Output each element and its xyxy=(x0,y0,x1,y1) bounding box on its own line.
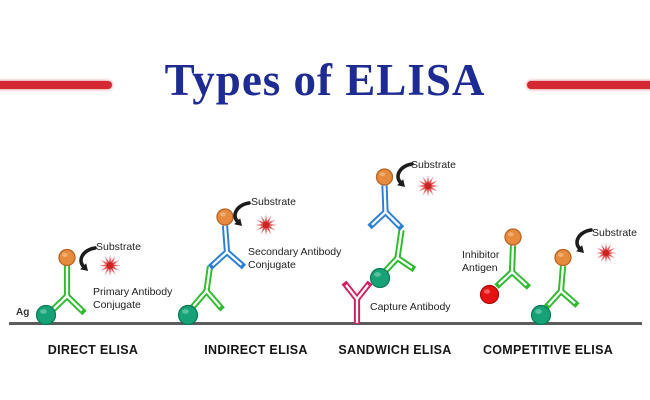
enzyme-conjugate-dot xyxy=(504,228,522,246)
primary-antibody-shape xyxy=(47,265,87,316)
inhibitor-antigen-dot xyxy=(479,284,500,305)
enzyme-conjugate-dot xyxy=(216,208,234,226)
inhibitor-antibody-shape xyxy=(494,245,532,290)
secondary-antibody-shape xyxy=(367,185,405,231)
substrate-star-icon xyxy=(417,175,439,197)
diagram-title-competitive-elisa: COMPETITIVE ELISA xyxy=(482,343,614,357)
direct-elisa-figure xyxy=(35,246,121,326)
primary-antibody-conjugate-label-line2: Conjugate xyxy=(93,299,141,311)
substrate-label: Substrate xyxy=(411,159,456,171)
antigen-dot xyxy=(369,267,391,289)
enzyme-conjugate-dot xyxy=(375,168,394,186)
substrate-label: Substrate xyxy=(592,227,637,239)
curved-arrow-icon xyxy=(575,228,593,253)
substrate-star-icon xyxy=(595,242,617,264)
enzyme-conjugate-dot xyxy=(554,248,572,267)
diagram-title-direct-elisa: DIRECT ELISA xyxy=(47,343,139,357)
substrate-label: Substrate xyxy=(96,241,141,253)
secondary-antibody-shape xyxy=(207,225,247,270)
inhibitor-antigen-label-line1: Inhibitor xyxy=(462,249,500,261)
substrate-label: Substrate xyxy=(251,196,296,208)
detection-antibody-shape xyxy=(381,229,417,275)
primary-antibody-shape xyxy=(188,265,225,312)
secondary-antibody-conjugate-label-line1: Secondary Antibody xyxy=(248,246,342,258)
capture-antibody-label: Capture Antibody xyxy=(370,301,451,313)
antigen-label: Ag xyxy=(16,307,30,318)
title-accent-line-right xyxy=(527,81,650,89)
antigen-dot xyxy=(177,304,199,326)
title-accent-line-left xyxy=(0,81,112,89)
primary-antibody-shape xyxy=(543,265,580,310)
sandwich-elisa-figure xyxy=(341,162,439,324)
page-title: Types of ELISA xyxy=(164,55,486,105)
enzyme-conjugate-dot xyxy=(58,248,76,267)
antigen-dot xyxy=(35,304,57,326)
diagram-title-sandwich-elisa: SANDWICH ELISA xyxy=(338,343,452,357)
capture-antibody-shape xyxy=(341,280,373,324)
curved-arrow-icon xyxy=(233,201,251,226)
diagram-title-indirect-elisa: INDIRECT ELISA xyxy=(204,343,308,357)
indirect-elisa-figure xyxy=(177,201,277,326)
curved-arrow-icon xyxy=(79,246,97,271)
substrate-star-icon xyxy=(255,214,277,236)
inhibitor-antigen-label-line2: Antigen xyxy=(462,262,498,274)
competitive-elisa-figure xyxy=(479,228,617,326)
substrate-star-icon xyxy=(99,254,121,277)
secondary-antibody-conjugate-label-line2: Conjugate xyxy=(248,259,296,271)
antigen-dot xyxy=(530,304,552,326)
primary-antibody-conjugate-label-line1: Primary Antibody xyxy=(93,286,173,298)
curved-arrow-icon xyxy=(396,162,414,187)
